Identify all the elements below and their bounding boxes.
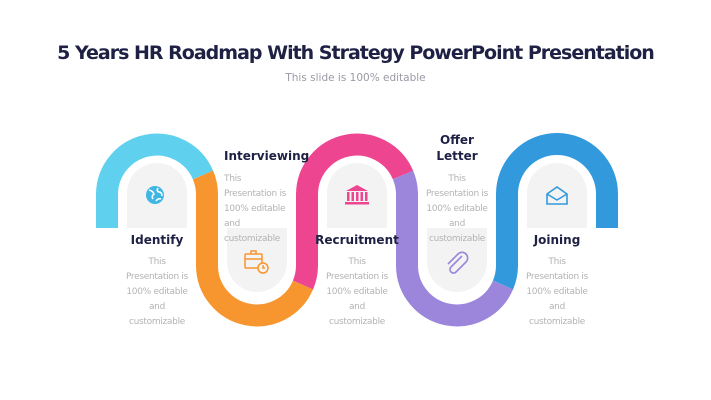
desc-line: This	[148, 257, 166, 267]
label-line: Offer	[440, 133, 474, 147]
desc-line: 100% editable	[224, 204, 286, 214]
briefcase-clock-icon	[244, 250, 269, 274]
envelope-open-icon	[546, 186, 568, 205]
segment-blue	[492, 133, 618, 290]
page-subtitle: This slide is 100% editable	[285, 72, 426, 84]
desc-line: and	[148, 302, 166, 312]
page-title: 5 Years HR Roadmap With Strategy PowerPo…	[57, 42, 655, 64]
desc-line: This	[348, 257, 366, 267]
step-desc-identify: This Presentation is 100% editable and c…	[107, 255, 207, 330]
desc-line: customizable	[528, 317, 586, 327]
step-label-identify: Identify	[130, 233, 184, 247]
desc-line: customizable	[224, 234, 281, 244]
desc-line: customizable	[128, 317, 186, 327]
step-label-interviewing: Interviewing	[224, 149, 310, 163]
step-label-joining: Joining	[533, 233, 581, 247]
card-joining	[527, 163, 587, 228]
desc-line: Presentation is	[224, 189, 287, 199]
segment-pink	[292, 133, 414, 290]
desc-line: 100% editable	[326, 287, 388, 297]
globe-icon	[146, 186, 164, 204]
desc-line: Presentation is	[125, 272, 189, 282]
step-label-offer-letter: Offer Letter	[407, 132, 507, 164]
label-line: Letter	[436, 149, 478, 163]
desc-line: customizable	[328, 317, 386, 327]
step-label-recruitment: Recruitment	[315, 233, 399, 247]
desc-line: This	[448, 174, 466, 184]
desc-line: This	[548, 257, 566, 267]
desc-line: and	[348, 302, 366, 312]
step-desc-joining: This Presentation is 100% editable and c…	[507, 255, 607, 330]
desc-line: 100% editable	[526, 287, 588, 297]
bank-icon	[345, 185, 369, 205]
paperclip-icon	[447, 251, 469, 274]
desc-line: Presentation is	[325, 272, 389, 282]
desc-line: Presentation is	[425, 189, 489, 199]
step-desc-interviewing: This Presentation is 100% editable and c…	[224, 172, 286, 247]
segment-orange	[192, 170, 314, 327]
desc-line: 100% editable	[426, 204, 488, 214]
segment-cyan	[96, 133, 214, 228]
desc-line: Presentation is	[525, 272, 589, 282]
step-desc-recruitment: This Presentation is 100% editable and c…	[307, 255, 407, 330]
segment-purple	[392, 170, 514, 327]
step-desc-offer-letter: This Presentation is 100% editable and c…	[407, 172, 507, 247]
desc-line: and	[548, 302, 566, 312]
card-interviewing	[227, 228, 287, 292]
desc-line: 100% editable	[126, 287, 188, 297]
desc-line: and	[224, 219, 241, 229]
desc-line: customizable	[428, 234, 486, 244]
desc-line: and	[448, 219, 466, 229]
desc-line: This	[224, 174, 242, 184]
